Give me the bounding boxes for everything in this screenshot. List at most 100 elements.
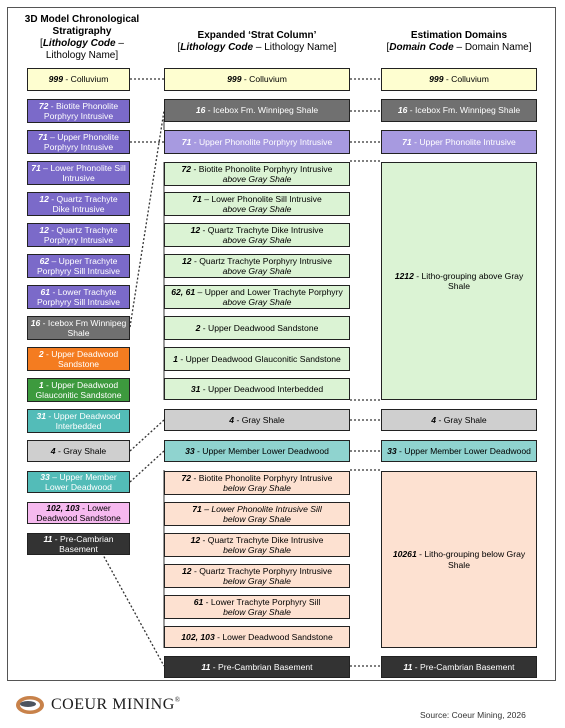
col2-label-11: 4 - Gray Shale bbox=[229, 415, 284, 426]
col3-label-1: 16 - Icebox Fm. Winnipeg Shale bbox=[398, 105, 520, 116]
col2-box-2: 71 - Upper Phonolite Porphyry Intrusive bbox=[164, 130, 350, 154]
col2-name-10: - Upper Deadwood Interbedded bbox=[200, 383, 324, 394]
col3-box-5: 33 - Upper Member Lower Deadwood bbox=[381, 440, 537, 462]
col3-box-7: 11 - Pre-Cambrian Basement bbox=[381, 656, 537, 678]
col1-name-3: – Lower Phonolite Sill Intrusive bbox=[40, 162, 126, 184]
col2-code-15: 12 bbox=[190, 534, 201, 545]
col1-box-14: 102, 103 - Lower Deadwood Sandstone bbox=[27, 502, 130, 524]
col3-sub-name: – Domain Name] bbox=[453, 42, 532, 53]
col1-code-3: 71 bbox=[31, 162, 41, 173]
col2-code-11: 4 bbox=[229, 414, 235, 425]
col2-box-9: 1 - Upper Deadwood Glauconitic Sandstone bbox=[164, 347, 350, 371]
coeur-mining-logo: COEUR MINING® bbox=[15, 693, 181, 717]
col1-name-15: - Pre-Cambrian Basement bbox=[52, 533, 114, 555]
col2-box-12: 33 - Upper Member Lower Deadwood bbox=[164, 440, 350, 462]
col1-box-15: 11 - Pre-Cambrian Basement bbox=[27, 533, 130, 555]
col2-label-19: 11 - Pre-Cambrian Basement bbox=[201, 662, 312, 673]
col1-name-4: - Quartz Trachyte Dike Intrusive bbox=[48, 193, 118, 215]
col3-code-2: 71 bbox=[402, 136, 412, 147]
col2-label-10: 31 - Upper Deadwood Interbedded bbox=[191, 384, 323, 395]
col1-box-2: 71 – Upper Phonolite Porphyry Intrusive bbox=[27, 130, 130, 154]
col2-name-19: - Pre-Cambrian Basement bbox=[210, 661, 313, 672]
col1-box-0: 999 - Colluvium bbox=[27, 68, 130, 91]
col3-name-2: - Upper Phonolite Intrusive bbox=[411, 136, 516, 147]
col3-sub-code: Domain Code bbox=[389, 42, 454, 53]
col1-box-13: 33 – Upper Member Lower Deadwood bbox=[27, 471, 130, 493]
col1-label-5: 12 - Quartz Trachyte Porphyry Intrusive bbox=[30, 225, 127, 246]
col1-name-14: - Lower Deadwood Sandstone bbox=[36, 502, 121, 524]
col3-label-5: 33 - Upper Member Lower Deadwood bbox=[387, 446, 531, 457]
col1-code-11: 31 bbox=[36, 410, 47, 421]
col1-box-9: 2 - Upper Deadwood Sandstone bbox=[27, 347, 130, 371]
col2-label-2: 71 - Upper Phonolite Porphyry Intrusive bbox=[182, 137, 332, 148]
col1-box-12: 4 - Gray Shale bbox=[27, 440, 130, 462]
col2-name-18: - Lower Deadwood Sandstone bbox=[214, 631, 333, 642]
col2-tail-16: below Gray Shale bbox=[223, 576, 291, 586]
col2-code-6: 12 bbox=[182, 255, 192, 266]
col1-sub-open: [ bbox=[40, 38, 43, 49]
col3-name-1: - Icebox Fm. Winnipeg Shale bbox=[407, 105, 521, 116]
col1-name-1: - Biotite Phonolite Porphyry Intrusive bbox=[43, 100, 119, 122]
col2-name-5: - Quartz Trachyte Dike Intrusive bbox=[200, 224, 324, 235]
col1-label-2: 71 – Upper Phonolite Porphyry Intrusive bbox=[30, 132, 127, 153]
col2-sub-name: – Lithology Name] bbox=[253, 42, 337, 53]
col3-title: Estimation Domains bbox=[410, 30, 508, 41]
col2-name-13: - Biotite Phonolite Porphyry Intrusive bbox=[191, 472, 333, 483]
logo-wordmark: COEUR MINING bbox=[51, 696, 175, 713]
col1-box-1: 72 - Biotite Phonolite Porphyry Intrusiv… bbox=[27, 99, 130, 123]
col2-code-19: 11 bbox=[201, 661, 211, 672]
col3-label-6: 10261 - Litho-grouping below Gray Shale bbox=[384, 549, 534, 570]
col1-code-4: 12 bbox=[39, 193, 49, 204]
col2-box-13: 72 - Biotite Phonolite Porphyry Intrusiv… bbox=[164, 471, 350, 495]
col2-box-11: 4 - Gray Shale bbox=[164, 409, 350, 431]
col3-box-3: 1212 - Litho-grouping above Gray Shale bbox=[381, 162, 537, 400]
col2-box-19: 11 - Pre-Cambrian Basement bbox=[164, 656, 350, 678]
col1-header: 3D Model Chronological Stratigraphy [Lit… bbox=[22, 14, 142, 62]
col2-sub-code: Lithology Code bbox=[180, 42, 254, 53]
col2-code-13: 72 bbox=[181, 472, 192, 483]
col1-code-10: 1 bbox=[38, 379, 44, 390]
logo-registered: ® bbox=[174, 696, 181, 704]
col3-label-3: 1212 - Litho-grouping above Gray Shale bbox=[384, 271, 534, 292]
col2-code-18: 102, 103 bbox=[181, 631, 215, 642]
col2-box-3: 72 - Biotite Phonolite Porphyry Intrusiv… bbox=[164, 162, 350, 186]
col1-label-13: 33 – Upper Member Lower Deadwood bbox=[30, 472, 127, 493]
col1-name-13: – Upper Member Lower Deadwood bbox=[45, 471, 117, 493]
col2-name-17: - Lower Trachyte Porphyry Sill bbox=[203, 596, 321, 607]
col2-box-7: 62, 61 – Upper and Lower Trachyte Porphy… bbox=[164, 285, 350, 309]
col2-name-14: – Lower Phonolite Intrusive Sill bbox=[201, 503, 322, 514]
col3-code-0: 999 bbox=[429, 74, 444, 85]
col2-label-7: 62, 61 – Upper and Lower Trachyte Porphy… bbox=[171, 287, 343, 308]
col1-sub-sep: – bbox=[115, 38, 124, 49]
col3-label-4: 4 - Gray Shale bbox=[431, 415, 486, 426]
col2-name-1: - Icebox Fm. Winnipeg Shale bbox=[205, 105, 319, 116]
col2-name-12: - Upper Member Lower Deadwood bbox=[194, 445, 329, 456]
col3-name-7: - Pre-Cambrian Basement bbox=[412, 661, 515, 672]
col2-label-13: 72 - Biotite Phonolite Porphyry Intrusiv… bbox=[182, 473, 333, 494]
col1-label-4: 12 - Quartz Trachyte Dike Intrusive bbox=[30, 194, 127, 215]
col2-code-12: 33 bbox=[185, 445, 195, 456]
col2-name-9: - Upper Deadwood Glauconitic Sandstone bbox=[177, 353, 341, 364]
col1-name-8: - Icebox Fm Winnipeg Shale bbox=[40, 317, 127, 339]
col2-tail-17: below Gray Shale bbox=[223, 607, 291, 617]
col2-tail-13: below Gray Shale bbox=[223, 483, 291, 493]
col1-code-1: 72 bbox=[38, 100, 49, 111]
col1-label-0: 999 - Colluvium bbox=[49, 74, 109, 85]
col3-name-6: - Litho-grouping below Gray Shale bbox=[416, 549, 526, 570]
col1-sub-name: Lithology Name] bbox=[45, 50, 119, 61]
col1-name-10: - Upper Deadwood Glauconitic Sandstone bbox=[35, 379, 122, 401]
col1-label-11: 31 - Upper Deadwood Interbedded bbox=[30, 411, 127, 432]
col2-name-7: – Upper and Lower Trachyte Porphyry bbox=[195, 286, 343, 297]
col3-box-1: 16 - Icebox Fm. Winnipeg Shale bbox=[381, 99, 537, 122]
col2-tail-4: above Gray Shale bbox=[222, 204, 292, 214]
col1-code-15: 11 bbox=[43, 533, 53, 544]
col2-code-16: 12 bbox=[182, 565, 192, 576]
col1-code-9: 2 bbox=[38, 348, 44, 359]
col3-sub-open: [ bbox=[386, 42, 390, 53]
